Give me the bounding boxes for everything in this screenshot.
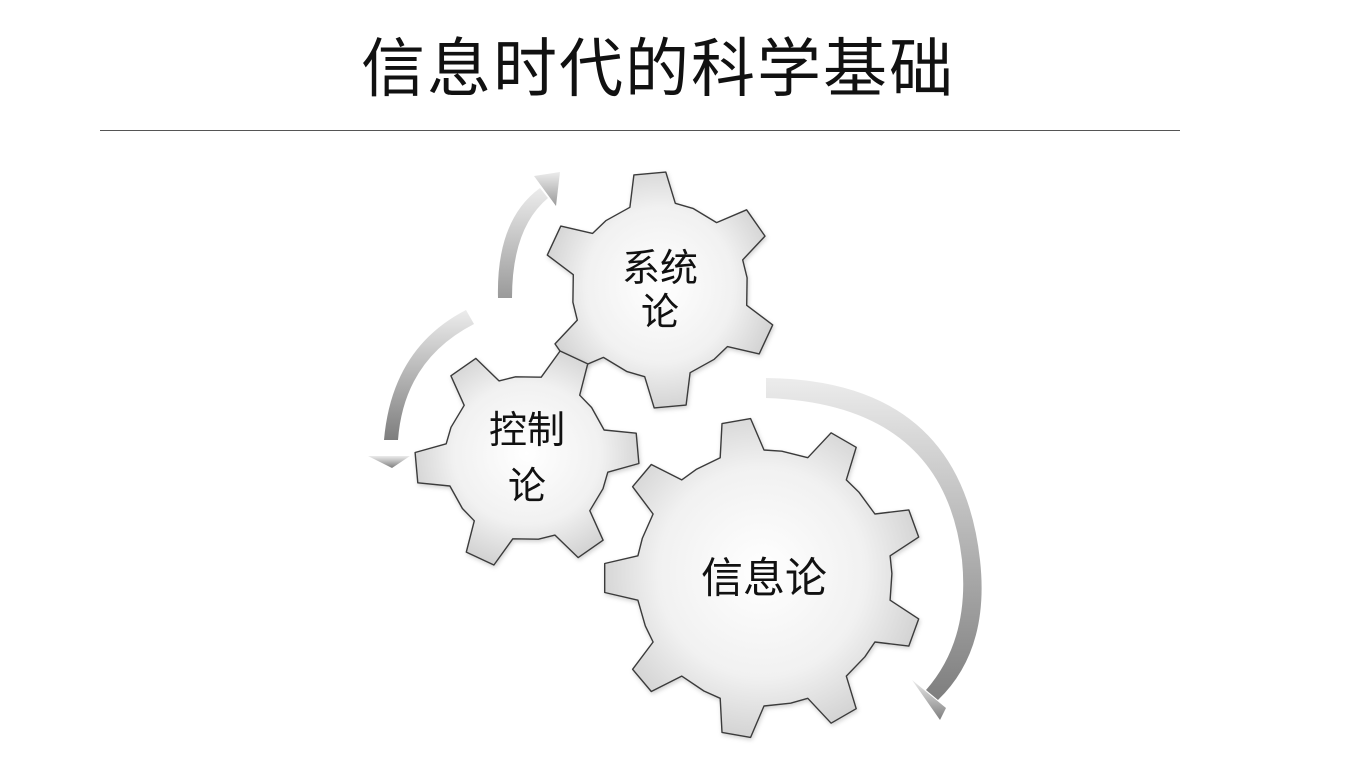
gear-control (414, 350, 640, 566)
gear-label-system-line-1: 系统 (622, 246, 698, 290)
gear-label-control-line-1: 控制 (489, 408, 565, 452)
gear-system (546, 171, 774, 409)
gear-label-control-line-2: 论 (508, 464, 546, 508)
cycle-arrow-left (368, 310, 474, 468)
cycle-arrow-upper (497, 172, 560, 298)
gear-information (604, 417, 920, 739)
gears (414, 171, 920, 739)
gear-label-information-line-1: 信息论 (701, 554, 827, 603)
cycle-arrow-right (766, 378, 982, 720)
page-title: 信息时代的科学基础 (361, 33, 955, 107)
cycle-arrows (368, 172, 982, 720)
title-divider (100, 130, 1180, 131)
gear-label-system-line-2: 论 (641, 290, 679, 334)
